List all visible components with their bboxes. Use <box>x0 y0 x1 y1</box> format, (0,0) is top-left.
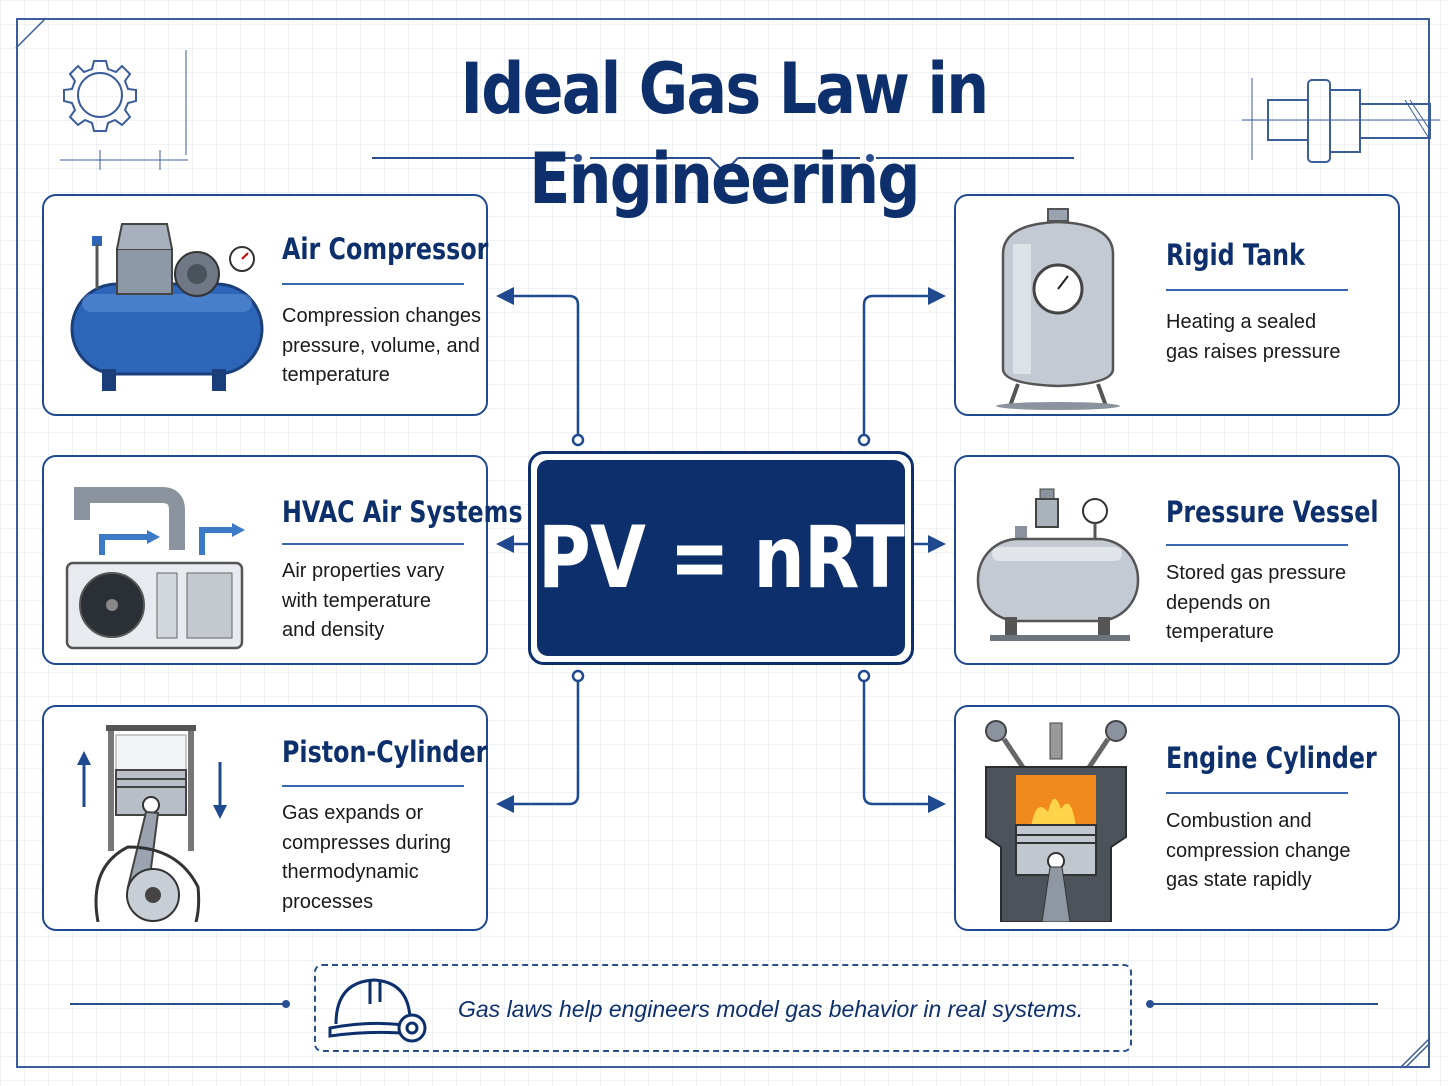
footer-note: Gas laws help engineers model gas behavi… <box>314 964 1132 1052</box>
card-title-rule <box>1166 544 1348 546</box>
pressure-vessel-icon <box>976 488 1140 641</box>
card-title: Engine Cylinder <box>1166 741 1377 775</box>
card-title-rule <box>282 785 464 787</box>
card-pressure-vessel: Pressure Vessel Stored gas pressure depe… <box>954 455 1400 665</box>
card-description: Compression changes pressure, volume, an… <box>282 305 481 386</box>
rigid-tank-icon <box>996 208 1120 410</box>
equation-panel: PV = nRT <box>537 460 905 656</box>
gear-drawing-icon <box>60 50 188 170</box>
card-description: Stored gas pressure depends on temperatu… <box>1166 562 1347 643</box>
connector-lines <box>512 294 930 806</box>
page-title: Ideal Gas Law in Engineering <box>460 48 990 220</box>
card-description: Combustion and compression change gas st… <box>1166 810 1351 891</box>
piston-cylinder-icon <box>77 725 227 922</box>
blueprint-frame <box>16 18 1430 1068</box>
hard-hat-gear-icon <box>328 978 427 1043</box>
footer-text: Gas laws help engineers model gas behavi… <box>458 996 1084 1022</box>
card-title: Rigid Tank <box>1166 238 1305 272</box>
card-rigid-tank: Rigid Tank Heating a sealed gas raises p… <box>954 194 1400 416</box>
card-air-compressor: Air Compressor Compression changes press… <box>42 194 488 416</box>
card-description: Gas expands or compresses during thermod… <box>282 802 451 913</box>
card-hvac-air-systems: HVAC Air Systems Air properties vary wit… <box>42 455 523 665</box>
card-description: Air properties vary with temperature and… <box>282 560 445 641</box>
equation-box: PV = nRT <box>528 451 914 665</box>
pipe-drawing-icon <box>1242 78 1440 163</box>
card-title: Pressure Vessel <box>1166 495 1379 529</box>
air-compressor-icon <box>70 223 264 391</box>
card-piston-cylinder: Piston-Cylinder Gas expands or compresse… <box>42 705 488 931</box>
card-title: Piston-Cylinder <box>282 735 488 769</box>
card-title-rule <box>282 283 464 285</box>
hvac-unit-icon <box>65 487 245 650</box>
card-title: Air Compressor <box>282 232 489 266</box>
card-title-rule <box>282 543 464 545</box>
card-engine-cylinder: Engine Cylinder Combustion and compressi… <box>954 705 1400 931</box>
card-description: Heating a sealed gas raises pressure <box>1166 311 1341 363</box>
engine-cylinder-icon <box>985 720 1127 922</box>
card-title: HVAC Air Systems <box>282 495 523 529</box>
card-title-rule <box>1166 792 1348 794</box>
card-title-rule <box>1166 289 1348 291</box>
ideal-gas-equation: PV = nRT <box>537 508 905 608</box>
